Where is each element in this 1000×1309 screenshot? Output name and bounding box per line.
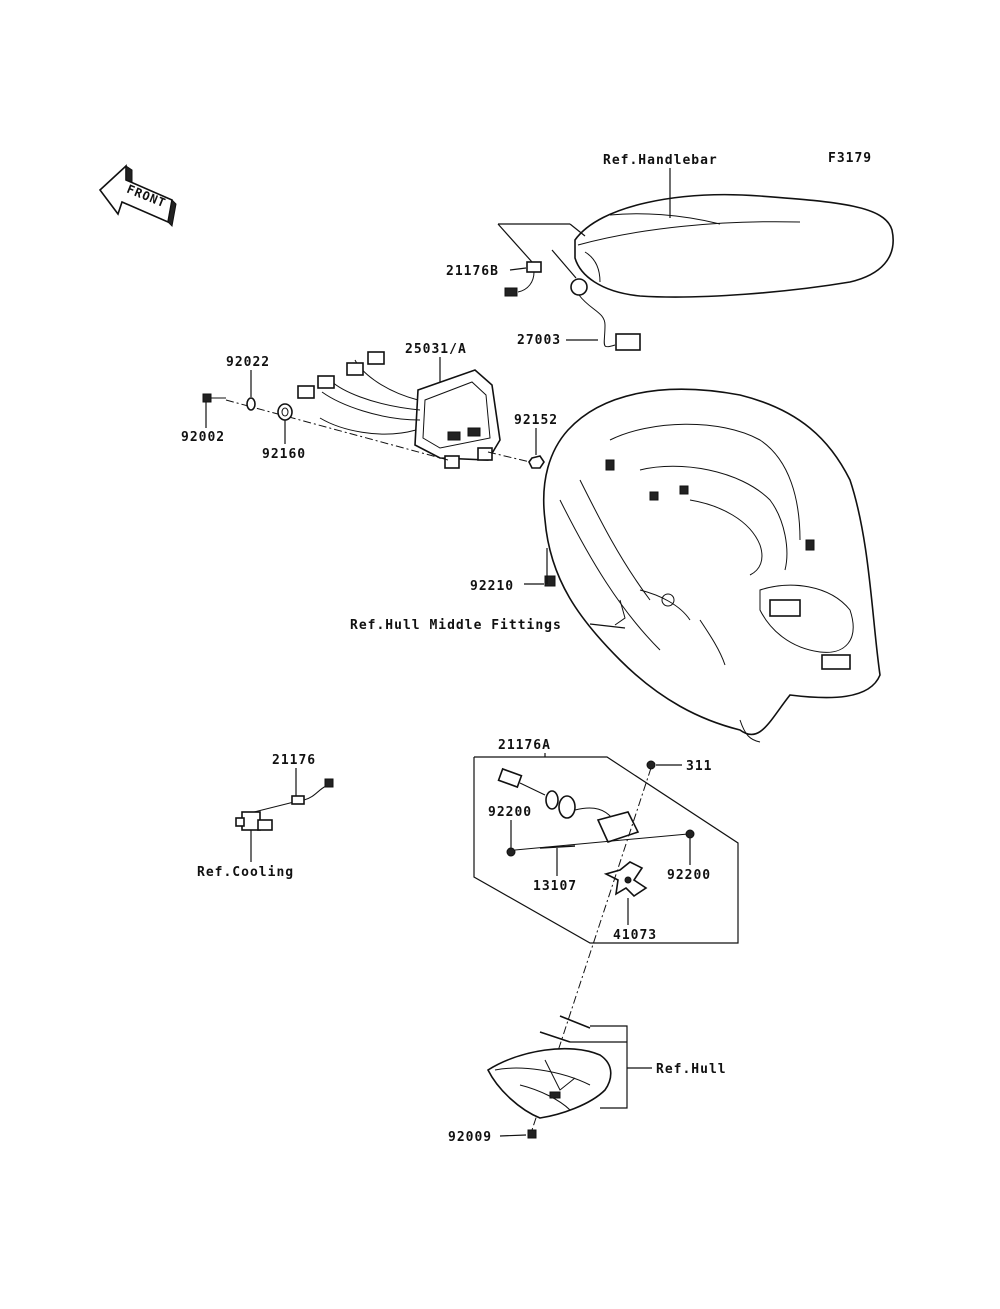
hull-bottom-part xyxy=(486,1047,612,1119)
label-27003: 27003 xyxy=(517,333,561,348)
shaft-13107 xyxy=(539,845,576,849)
switch-27003 xyxy=(570,278,641,351)
washer-92022 xyxy=(246,397,256,411)
label-ref-hull: Ref.Hull xyxy=(656,1062,727,1077)
clip-92210 xyxy=(544,575,556,587)
bracket-21176a xyxy=(473,756,739,944)
hull-middle-fittings xyxy=(542,388,881,743)
sensor-21176b xyxy=(504,261,542,297)
label-ref-handlebar: Ref.Handlebar xyxy=(603,153,718,168)
label-13107: 13107 xyxy=(533,879,577,894)
pins-ref-hull xyxy=(539,1015,591,1043)
label-21176a: 21176A xyxy=(498,738,551,753)
label-311: 311 xyxy=(686,759,712,774)
bolt-311 xyxy=(646,760,656,770)
label-92009: 92009 xyxy=(448,1130,492,1145)
handlebar-pad xyxy=(574,193,894,298)
figure-code: F3179 xyxy=(828,151,872,166)
label-21176: 21176 xyxy=(272,753,316,768)
label-92200-left: 92200 xyxy=(488,805,532,820)
label-41073: 41073 xyxy=(613,928,657,943)
label-92160: 92160 xyxy=(262,447,306,462)
label-21176b: 21176B xyxy=(446,264,499,279)
label-ref-cooling: Ref.Cooling xyxy=(197,865,294,880)
label-92152: 92152 xyxy=(514,413,558,428)
nut-92152 xyxy=(528,455,545,469)
temp-sensor-21176 xyxy=(235,778,334,831)
bolt-92002 xyxy=(202,393,226,403)
label-92210: 92210 xyxy=(470,579,514,594)
label-92022: 92022 xyxy=(226,355,270,370)
meter-25031a xyxy=(297,351,501,469)
impeller-41073 xyxy=(603,861,648,898)
speed-sensor-21176a xyxy=(497,767,640,843)
label-25031a: 25031/A xyxy=(405,342,467,357)
pin-92200-right xyxy=(685,829,695,839)
front-arrow-icon: FRONT xyxy=(98,164,177,228)
label-ref-hull-middle-fittings: Ref.Hull Middle Fittings xyxy=(350,618,562,633)
label-92002: 92002 xyxy=(181,430,225,445)
grommet-92160 xyxy=(277,403,293,421)
label-92200-right: 92200 xyxy=(667,868,711,883)
bolt-92009 xyxy=(527,1129,537,1139)
pin-92200-left xyxy=(506,847,516,857)
